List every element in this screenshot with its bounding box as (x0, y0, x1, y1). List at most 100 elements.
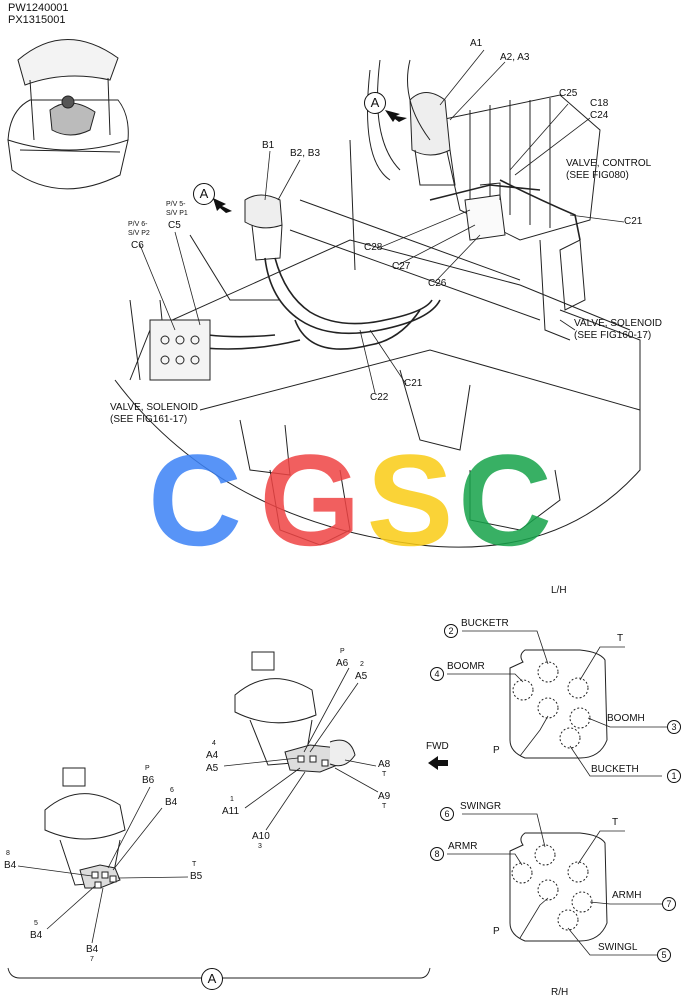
lj-B4-lower-left: B4 (30, 930, 43, 941)
lh-title: L/H (551, 585, 567, 596)
rh-P: P (493, 926, 500, 937)
rh-armh: ARMH (612, 890, 642, 901)
rh-T: T (612, 817, 619, 828)
lh-port-block (509, 649, 608, 759)
lh-T: T (617, 633, 624, 644)
lj-B6: B6 (142, 775, 155, 786)
callout-C18: C18 (590, 98, 609, 109)
part-number-1: PW1240001 (8, 2, 69, 14)
lj-B4-left: B4 (4, 860, 17, 871)
rj-n1: 1 (230, 796, 234, 803)
lj-B4-top: B4 (165, 797, 178, 808)
lj-n5: 5 (34, 920, 38, 927)
rh-port-number-5: 5 (657, 948, 671, 962)
control-valve-block (439, 94, 601, 341)
lh-P: P (493, 745, 500, 756)
rj-n4: 4 (212, 740, 216, 747)
lj-n7: 7 (90, 956, 94, 963)
watermark-letter: C (148, 427, 242, 573)
label-pv6: P/V 6- (128, 221, 148, 228)
callout-B2-B3: B2, B3 (290, 148, 321, 159)
callout-C26: C26 (428, 278, 447, 289)
rj-A6: A6 (336, 658, 349, 669)
lj-T: T (192, 861, 197, 868)
joystick-middle (244, 194, 283, 261)
view-marker-A-upper: A (364, 92, 386, 114)
callout-C21-bottom: C21 (404, 378, 423, 389)
label-valve-control: VALVE, CONTROL (566, 158, 652, 169)
leader-lines-left-joystick (17, 786, 189, 944)
lh-boomh: BOOMH (607, 713, 645, 724)
leader-lines-top (139, 49, 625, 394)
rh-port-number-6: 6 (440, 807, 454, 821)
joystick-left-detail (44, 767, 126, 889)
lh-bucketr: BUCKETR (461, 618, 509, 629)
callout-C27: C27 (392, 261, 411, 272)
label-valve-solenoid-right: VALVE, SOLENOID (574, 318, 662, 329)
rj-A9: A9 (378, 791, 391, 802)
leader-lines-right-joystick (223, 667, 379, 831)
rj-n3: 3 (258, 843, 262, 850)
callout-C5: C5 (168, 220, 181, 231)
callout-A1: A1 (470, 38, 483, 49)
callout-C6: C6 (131, 240, 144, 251)
rh-port-number-7: 7 (662, 897, 676, 911)
rh-swingl: SWINGL (598, 942, 638, 953)
rj-A10: A10 (252, 831, 270, 842)
lj-B5: B5 (190, 871, 203, 882)
watermark-letter: S (367, 427, 454, 573)
leader-lines-rh (447, 813, 667, 956)
view-marker-A-middle: A (193, 183, 215, 205)
callout-A2-A3: A2, A3 (500, 52, 530, 63)
lj-n8: 8 (6, 850, 10, 857)
rj-A5-top: A5 (355, 671, 368, 682)
rh-port-number-8: 8 (430, 847, 444, 861)
rj-P: P (340, 648, 345, 655)
label-valve-solenoid-left: VALVE, SOLENOID (110, 402, 198, 413)
excavator-thumbnail (7, 39, 129, 190)
view-marker-A-bottom: A (201, 968, 223, 990)
callout-C28: C28 (364, 242, 383, 253)
rj-A5-left: A5 (206, 763, 219, 774)
rh-armr: ARMR (448, 841, 478, 852)
rh-swingr: SWINGR (460, 801, 502, 812)
solenoid-valve-left (149, 319, 211, 381)
lh-boomr: BOOMR (447, 661, 485, 672)
rh-title: R/H (551, 987, 569, 998)
rj-A8: A8 (378, 759, 391, 770)
callout-C24: C24 (590, 110, 609, 121)
watermark-letter: C (458, 427, 552, 573)
rj-A4: A4 (206, 750, 219, 761)
lh-port-number-2: 2 (444, 624, 458, 638)
watermark-letter: G (259, 427, 360, 573)
label-valve-solenoid-right-ref: (SEE FIG160-17) (574, 330, 652, 341)
callout-C21-right: C21 (624, 216, 643, 227)
label-valve-control-ref: (SEE FIG080) (566, 170, 629, 181)
callout-C25: C25 (559, 88, 578, 99)
rh-port-block (509, 832, 608, 942)
label-sv-p2: S/V P2 (128, 230, 150, 237)
label-fwd: FWD (426, 741, 449, 752)
upper-frame (114, 139, 641, 548)
rj-T-A8: T (382, 771, 387, 778)
joystick-upper (367, 59, 456, 186)
lh-port-number-4: 4 (430, 667, 444, 681)
lj-B4-bottom: B4 (86, 944, 99, 955)
lj-P: P (145, 765, 150, 772)
part-number-2: PX1315001 (8, 14, 66, 26)
joystick-right-detail (234, 651, 356, 773)
rj-T-A9: T (382, 803, 387, 810)
rj-n2: 2 (360, 661, 364, 668)
label-pv5: P/V 5- (166, 201, 186, 208)
label-valve-solenoid-left-ref: (SEE FIG161-17) (110, 414, 188, 425)
rj-A11: A11 (222, 806, 240, 817)
callout-B1: B1 (262, 140, 275, 151)
leader-lines-lh (447, 630, 667, 777)
label-sv-p1: S/V P1 (166, 210, 188, 217)
hose-bundle (179, 179, 581, 350)
lh-port-number-3: 3 (667, 720, 681, 734)
lj-n6: 6 (170, 787, 174, 794)
